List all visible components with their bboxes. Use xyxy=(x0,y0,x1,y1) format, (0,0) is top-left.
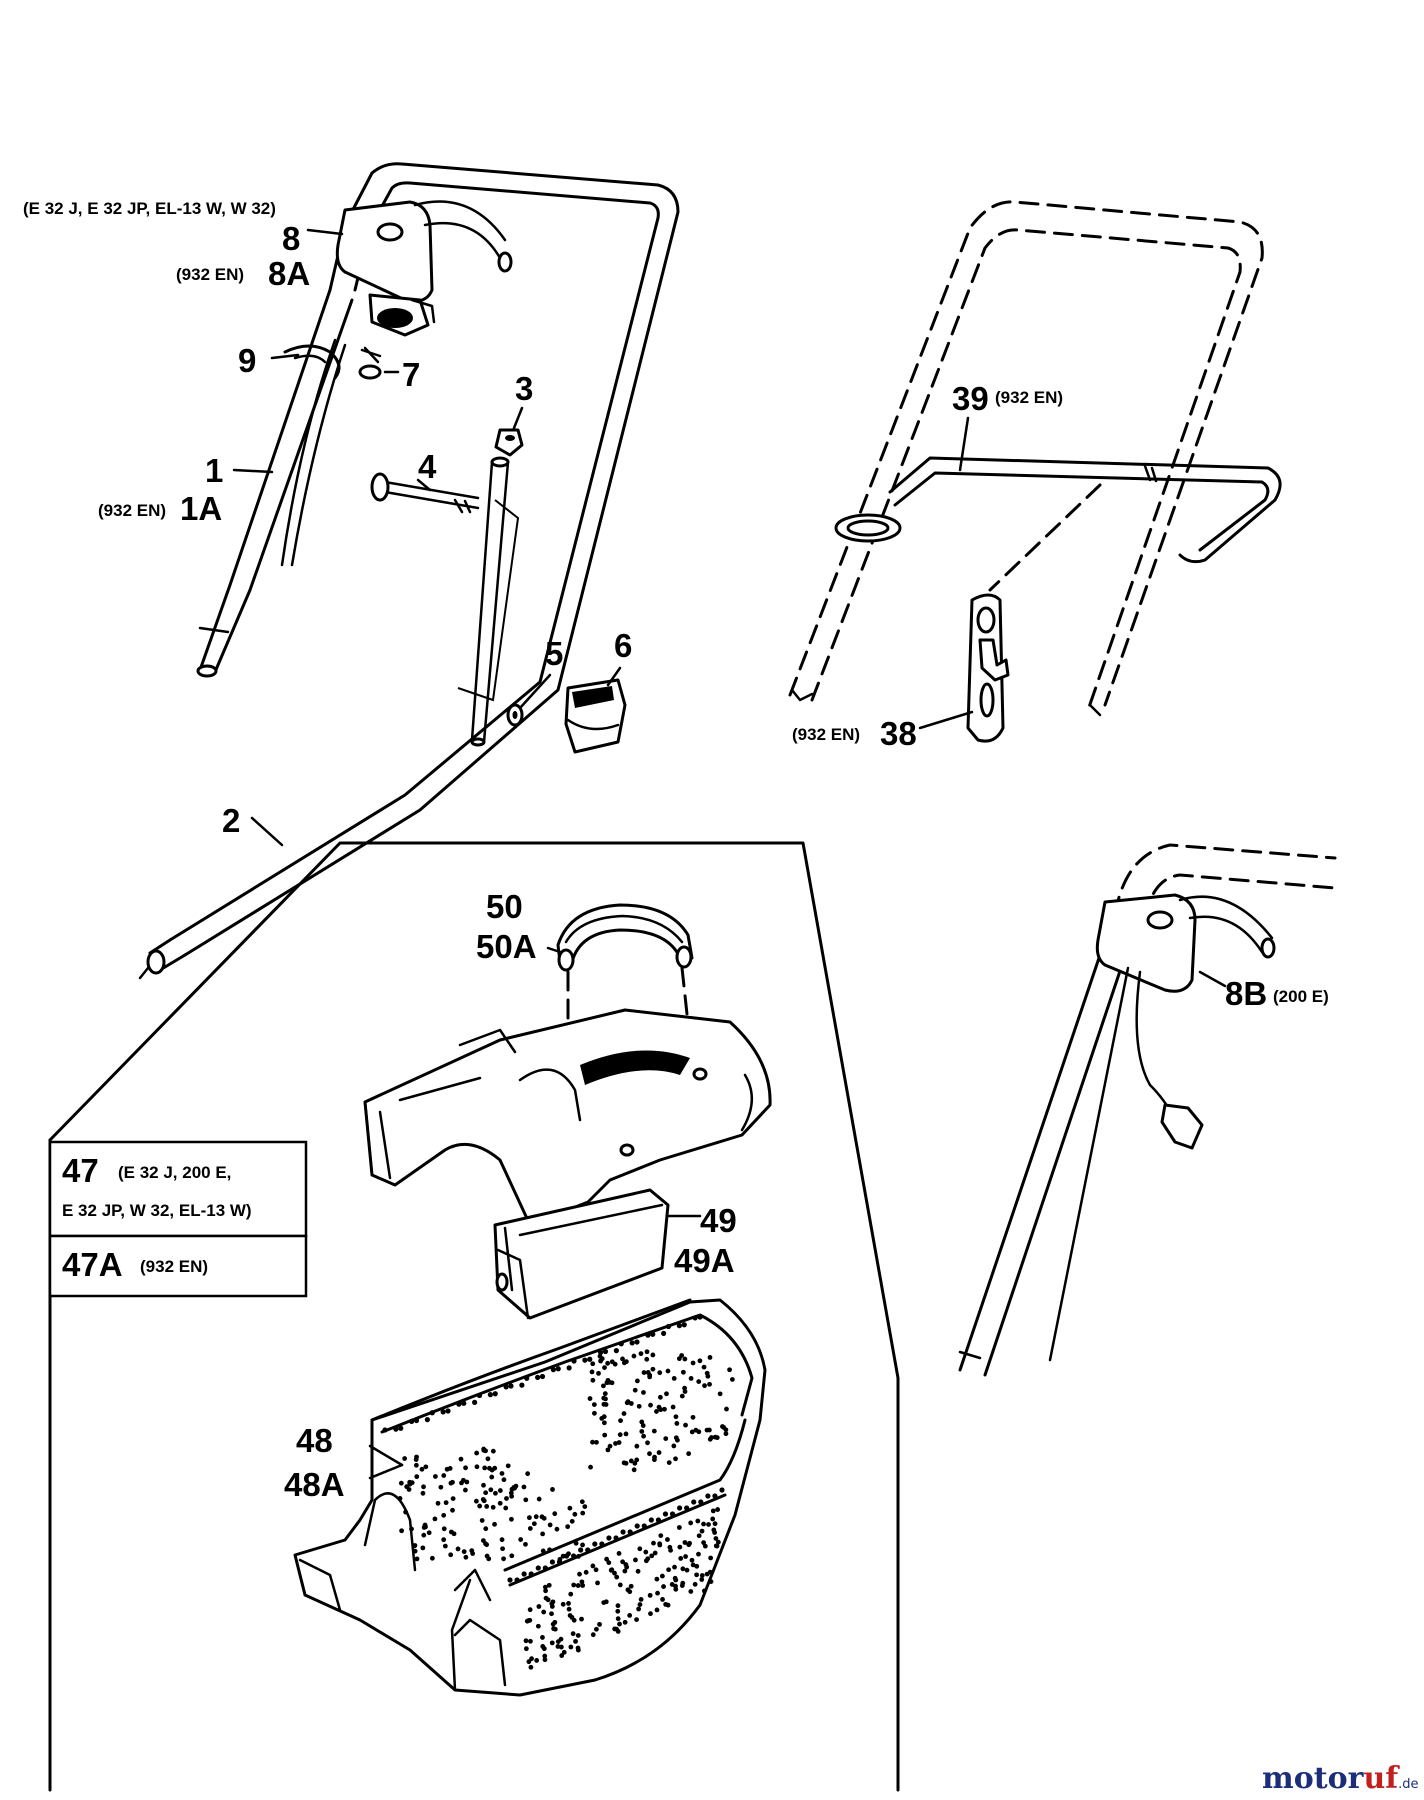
label-part-7: 7 xyxy=(402,356,420,393)
catcher-lid xyxy=(363,1008,772,1227)
label-part-4: 4 xyxy=(418,448,437,485)
legend-47-line1: (E 32 J, 200 E, xyxy=(118,1163,231,1182)
label-8a-note: (932 EN) xyxy=(176,265,244,284)
label-39-note: (932 EN) xyxy=(995,388,1063,407)
label-part-48a: 48A xyxy=(284,1466,345,1503)
legend-47-line2: E 32 JP, W 32, EL-13 W) xyxy=(62,1201,252,1220)
label-part-48: 48 xyxy=(296,1422,333,1459)
legend-47a-number: 47A xyxy=(62,1246,123,1283)
label-part-39: 39 xyxy=(952,380,989,417)
switch-housing-variant xyxy=(1048,893,1276,1362)
model-note-top: (E 32 J, E 32 JP, EL-13 W, W 32) xyxy=(23,199,276,218)
lower-handle-tube xyxy=(138,938,187,980)
label-8b-note: (200 E) xyxy=(1273,987,1329,1006)
label-part-8: 8 xyxy=(282,220,300,257)
upper-nut xyxy=(494,428,524,457)
bail-bracket xyxy=(966,593,1010,743)
catcher-perforation-dots xyxy=(382,1314,735,1670)
label-part-8a: 8A xyxy=(268,255,310,292)
legend-47a-note: (932 EN) xyxy=(140,1257,208,1276)
motoruf-watermark: motoruf.de xyxy=(1262,1761,1419,1796)
label-part-49a: 49A xyxy=(674,1242,735,1279)
label-part-38: 38 xyxy=(880,715,917,752)
washer xyxy=(506,703,524,727)
label-part-8b: 8B xyxy=(1225,975,1267,1012)
label-part-3: 3 xyxy=(515,370,533,407)
catcher-carry-handle xyxy=(556,903,694,1062)
label-part-49: 49 xyxy=(700,1202,737,1239)
label-38-note: (932 EN) xyxy=(792,725,860,744)
switch-housing xyxy=(335,200,513,380)
legend-47-number: 47 xyxy=(62,1152,99,1189)
part-labels: (E 32 J, E 32 JP, EL-13 W, W 32) 8 (932 … xyxy=(23,199,1329,1503)
handle-bolt xyxy=(370,472,480,514)
handle-left-tube xyxy=(196,288,354,678)
bail-bar xyxy=(834,456,1282,592)
label-part-2: 2 xyxy=(222,802,240,839)
watermark-text: motoruf.de xyxy=(1262,1761,1419,1796)
cable-clip xyxy=(283,344,341,380)
label-part-5: 5 xyxy=(545,635,563,672)
knob xyxy=(564,678,627,754)
label-part-50a: 50A xyxy=(476,928,537,965)
label-part-1: 1 xyxy=(205,452,223,489)
label-1a-note: (932 EN) xyxy=(98,501,166,520)
bail-handle-dashed xyxy=(788,200,1264,717)
label-part-9: 9 xyxy=(238,342,256,379)
spacer-rod xyxy=(457,456,520,747)
grass-catcher-bag xyxy=(293,1298,767,1697)
label-part-6: 6 xyxy=(614,627,632,664)
catcher-front-rail xyxy=(493,1188,670,1320)
model-legend-box: 47 (E 32 J, 200 E, E 32 JP, W 32, EL-13 … xyxy=(48,1140,308,1298)
leader-lines xyxy=(232,228,1227,1480)
label-part-1a: 1A xyxy=(180,490,222,527)
label-part-50: 50 xyxy=(486,888,523,925)
